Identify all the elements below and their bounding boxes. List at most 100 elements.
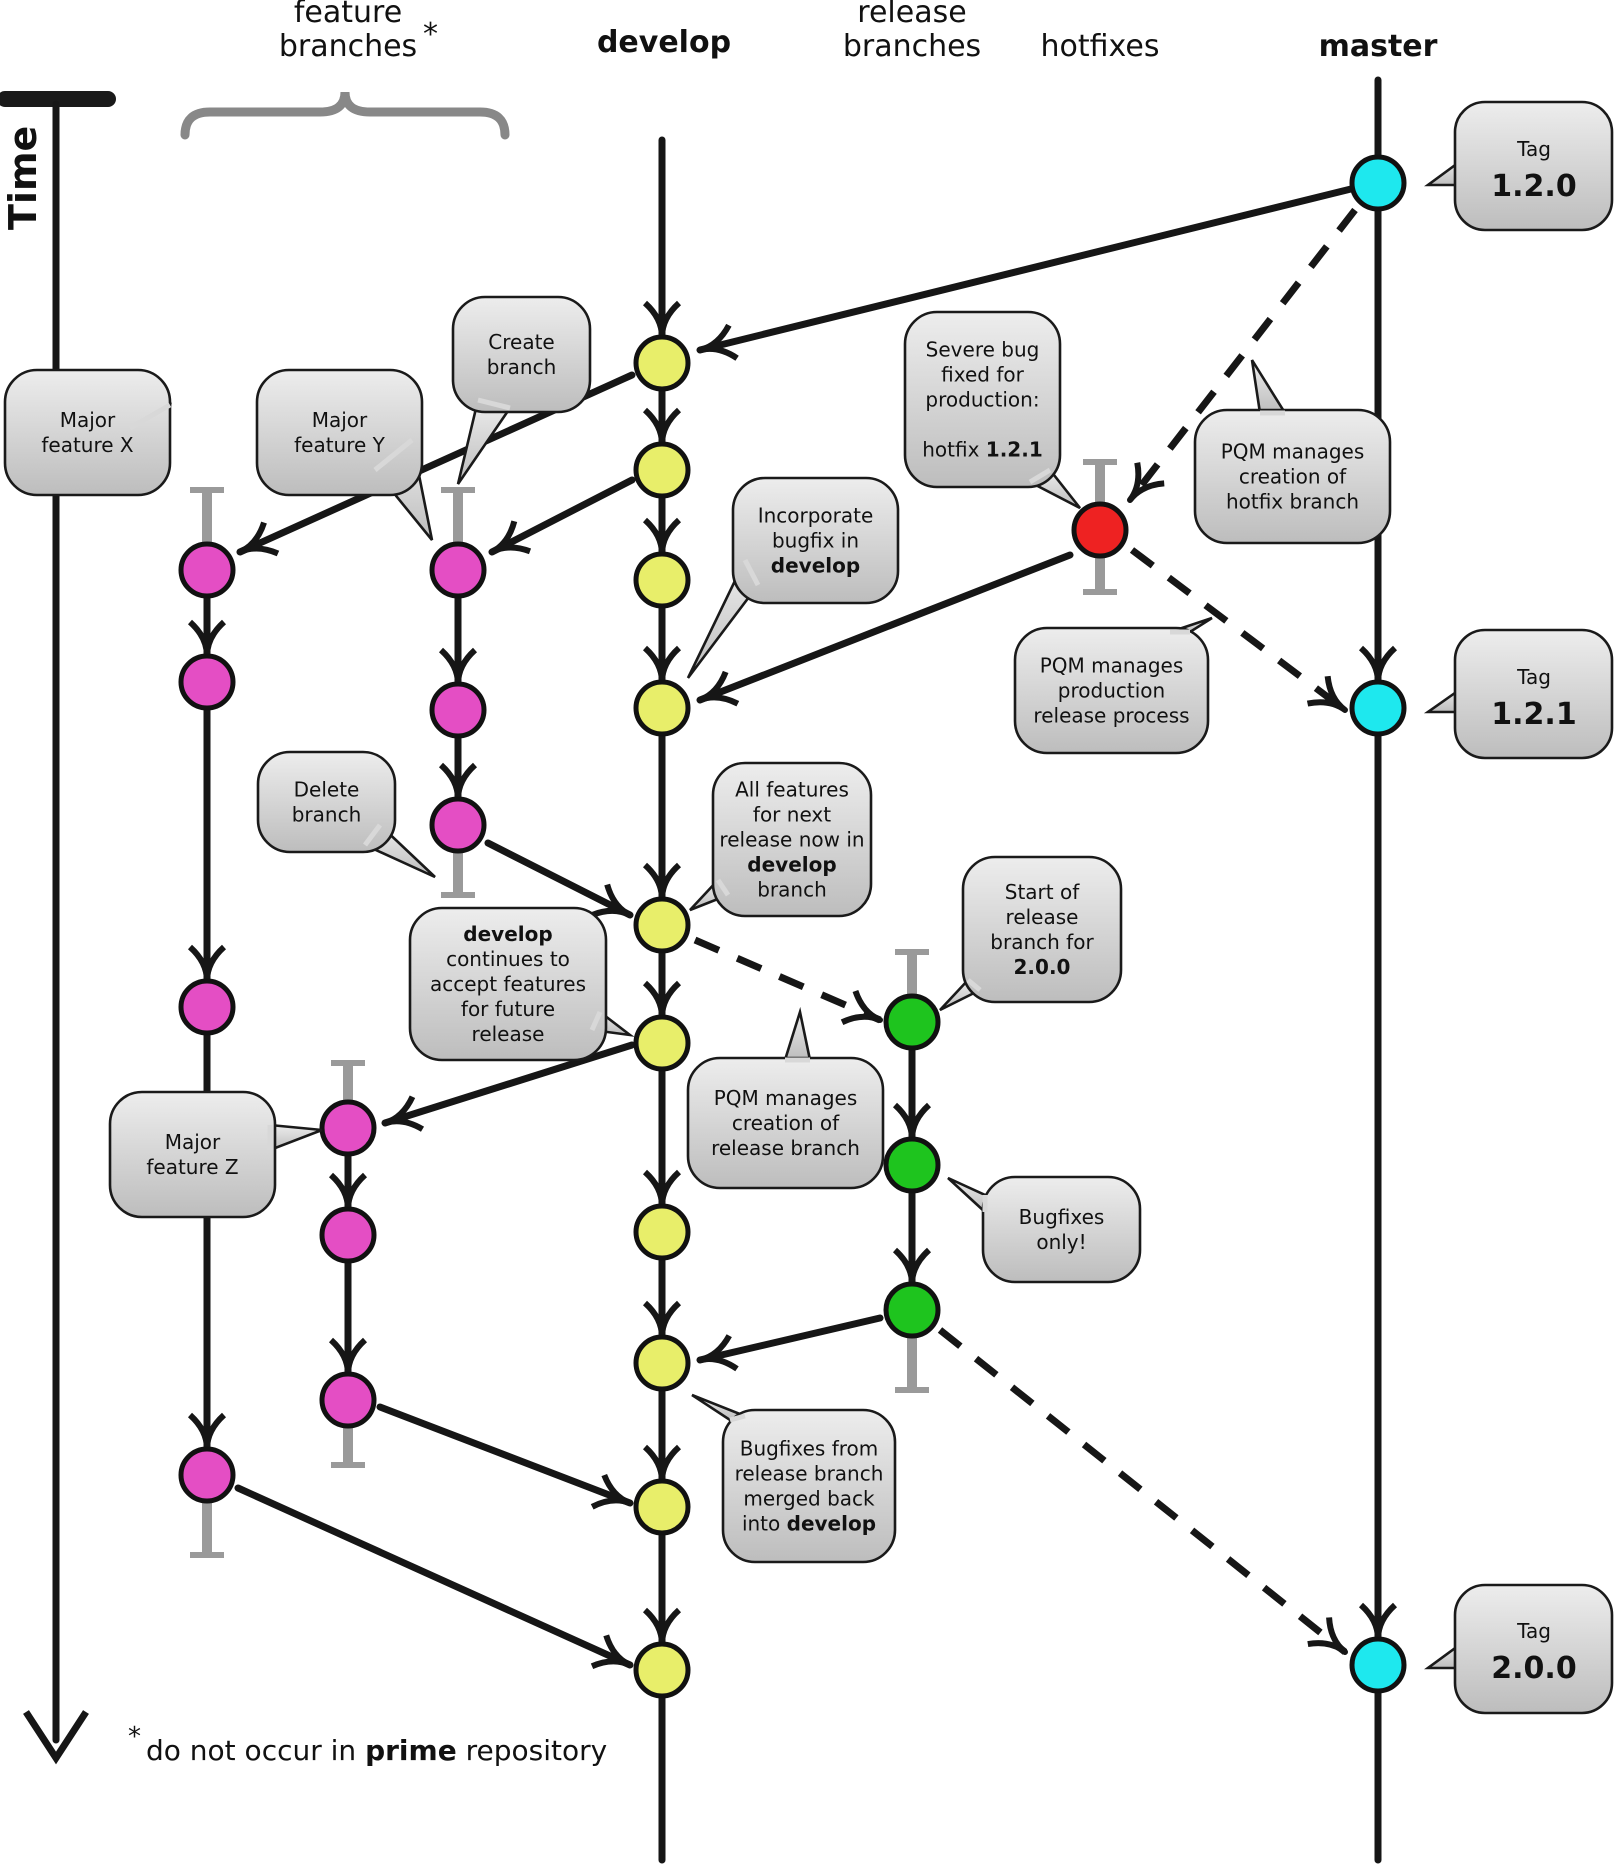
feature-x-commit [178,653,236,711]
bubble-line: branch [487,355,557,379]
bubble-line: feature X [41,433,134,457]
bubble-text-segment: feature X [41,433,134,457]
bubble-text-segment: Bugfixes from [740,1437,879,1461]
bubble-text-segment: bugfix in [772,529,859,553]
bubble-line: for next [753,803,831,827]
tag-label: Tag [1516,665,1551,689]
bubble-text-segment: Incorporate [758,504,874,528]
bubble-text-segment: Major [312,408,368,432]
feature-y-to-develop [484,839,634,919]
bubble-text-segment: 2.0.0 [1014,955,1071,979]
bubble-text-segment: production [1058,679,1165,703]
tag-label: Tag [1516,1619,1551,1643]
header-release-line2: branches [843,29,981,64]
arrowhead [1127,462,1165,503]
develop-to-feature-z [381,1041,636,1127]
bubble-text-segment: hotfix branch [1226,490,1359,514]
feature-brace [180,91,510,140]
develop-commit [633,1014,691,1072]
bubble-text-segment: release process [1033,704,1189,728]
bubble-text-segment: Create [488,330,554,354]
bubble-line: branch [292,803,362,827]
bubble-line: release branch [735,1462,884,1486]
tag-1-2-0: Tag 1.2.0 [1424,100,1614,232]
bubble-line: 2.0.0 [1014,955,1071,979]
develop-to-feature-y [488,476,636,556]
bubble-line: Bugfixes from [740,1437,879,1461]
master-commit-2-0-0 [1349,1636,1407,1694]
feature-y-commit [429,796,487,854]
bubble-text-segment: develop [771,554,860,578]
bubble-line: production [1058,679,1165,703]
hotfix-commit [1071,501,1129,559]
tag-label: Tag [1516,137,1551,161]
arrowhead [590,883,633,918]
bubble-line: PQM manages [714,1086,858,1110]
header-feature-line1: feature [294,0,402,30]
branch-lanes [203,76,1382,1864]
feature-x-commit [178,541,236,599]
arrowhead [590,1634,633,1670]
bubble-line: develop [463,922,552,946]
bubble-line: creation of [1239,465,1347,489]
develop-commit [633,1641,691,1699]
bubble-text-segment: PQM manages [714,1086,858,1110]
feature-z-commit [319,1371,377,1429]
bubble-line: Severe bug [926,338,1040,362]
bubble-line: Bugfixes [1019,1205,1105,1229]
bubble-text-segment: creation of [1239,465,1347,489]
bubble-text-segment: release branch [711,1136,860,1160]
bubble-line: release [472,1022,545,1046]
bubble-text-segment: hotfix [922,438,986,462]
bubble-line: develop [747,853,836,877]
tag-version: 2.0.0 [1491,1651,1576,1686]
bubble-text-segment: develop [787,1512,876,1536]
bubble-text-segment: for next [753,803,831,827]
feature-z-to-develop [376,1403,634,1507]
bubble-line: develop [771,554,860,578]
header-feature-star: * [423,17,438,52]
time-label: Time [1,126,45,230]
bubble-text-segment: Bugfixes [1019,1205,1105,1229]
develop-commit [633,1334,691,1392]
bubble-line: branch [757,878,827,902]
bubble-text-segment: All features [735,778,849,802]
tag-version: 1.2.1 [1491,697,1576,732]
bubble-line: creation of [732,1111,840,1135]
develop-commit [633,441,691,499]
bubble-text-segment: only! [1036,1230,1086,1254]
bubble-line: only! [1036,1230,1086,1254]
footnote-text: do not occur in prime repository [146,1734,607,1767]
arrowhead [489,520,532,555]
arrowhead [697,323,739,361]
tags: Tag 1.2.0 Tag 1.2.1 Tag 2.0.0 [1423,100,1614,1715]
bubble-text-segment: into [742,1512,787,1536]
commits [178,154,1407,1699]
bubble-line: fixed for [941,363,1024,387]
bubble-line: branch for [990,930,1094,954]
master-commit-1-2-0 [1349,154,1407,212]
bubble-line: Major [312,408,368,432]
bubble-line: accept features [430,972,586,996]
develop-to-release-dashed [693,936,882,1024]
bubble-text-segment: PQM manages [1221,440,1365,464]
bubble-line: feature Y [294,433,386,457]
time-axis: Time [0,91,116,1765]
hotfix-to-develop [696,551,1074,704]
arrowhead [840,989,883,1025]
header-master: master [1319,29,1438,64]
bubble-line: Create [488,330,554,354]
bubble-line: Major [165,1130,221,1154]
develop-commit [633,1478,691,1536]
bubble-text-segment: branch [757,878,827,902]
feature-y-commit [429,541,487,599]
